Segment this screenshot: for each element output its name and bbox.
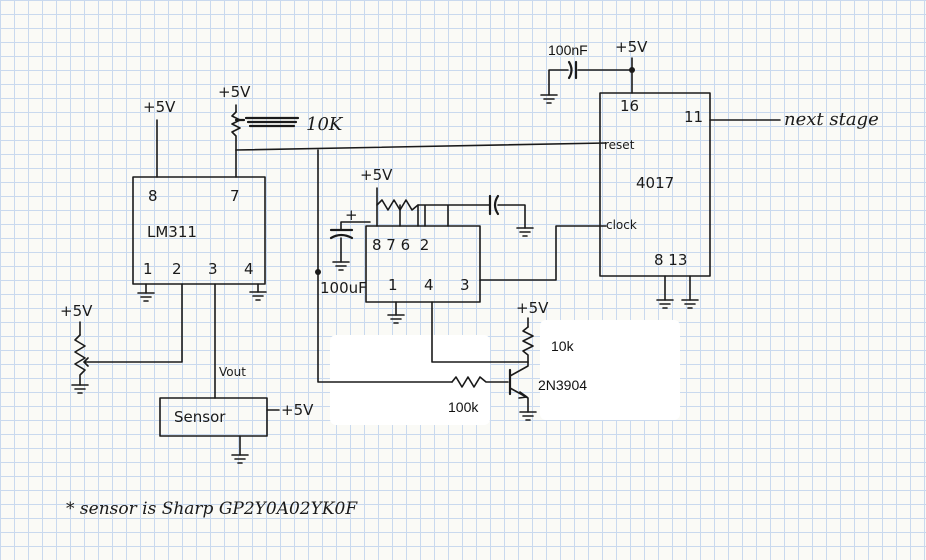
wire-reset-rail <box>235 142 607 151</box>
sensor-supply-label: +5V <box>281 401 314 419</box>
pullup-resistor <box>231 111 241 151</box>
ground-symbol <box>332 261 350 271</box>
lm311-pin2: 2 <box>172 260 182 278</box>
ne555-pin3: 3 <box>460 276 470 294</box>
transistor-emitter-arrow <box>518 391 528 399</box>
cd4017-label: 4017 <box>636 174 674 192</box>
ground-symbol <box>71 384 89 394</box>
pot-wiper-arrow <box>83 283 183 367</box>
lm311-chip: 8 7 LM311 1 2 3 4 <box>132 176 266 285</box>
ground-symbol <box>681 299 699 309</box>
lm311-label: LM311 <box>147 223 197 241</box>
wire-cap-100uf-top <box>340 221 371 231</box>
lm311-pin4: 4 <box>244 260 254 278</box>
transistor-label: 2N3904 <box>538 377 587 393</box>
wire-ne555-timing <box>399 204 491 227</box>
res-100k-label: 100k <box>448 399 479 415</box>
ne555-body <box>365 225 481 303</box>
ground-symbol <box>656 299 674 309</box>
cd4017-body <box>599 92 711 277</box>
wire-base-feed <box>317 149 453 383</box>
ground-symbol <box>519 411 537 421</box>
ground-symbol <box>516 227 534 237</box>
lm311-pin8: 8 <box>148 187 158 205</box>
ne555-chip: 8 7 6 2 1 4 3 <box>365 225 481 303</box>
timing-resistor <box>376 199 419 211</box>
wire-ne555-out-clock <box>479 225 607 281</box>
cap-100nf-left-plate <box>567 60 573 80</box>
pot-left-supply-label: +5V <box>60 302 93 320</box>
ne555-pin4: 4 <box>424 276 434 294</box>
cap-100uf-label: 100uF <box>320 279 367 297</box>
transistor-supply-label: +5V <box>516 299 549 317</box>
next-stage-label: next stage <box>784 109 879 130</box>
cap-100uf-bottom-plate <box>329 233 354 240</box>
sensor-label: Sensor <box>174 408 226 426</box>
sensor-box <box>159 397 268 437</box>
wire-100nf-gnd <box>548 69 569 96</box>
wire-ne555-reset-collector <box>431 301 529 363</box>
paper-patch-1 <box>330 335 490 425</box>
transistor-emitter <box>509 387 529 413</box>
cap-100nf-label: 100nF <box>548 42 588 58</box>
cap-timing-right-plate <box>493 194 500 216</box>
ground-symbol <box>540 94 558 104</box>
ground-symbol <box>231 454 249 464</box>
v5-top-label: +5V <box>615 38 648 56</box>
pot-10k-label: 10K <box>306 114 344 135</box>
paper-patch-2 <box>540 320 680 420</box>
lm311-pin7: 7 <box>230 187 240 205</box>
ne555-supply-label: +5V <box>360 166 393 184</box>
wire-cap-timing-gnd <box>497 204 526 229</box>
ground-symbol <box>249 291 267 301</box>
cd4017-pin11: 11 <box>684 108 703 126</box>
footnote: * sensor is Sharp GP2Y0A02YK0F <box>66 499 358 519</box>
cap-plus-label: + <box>345 206 358 224</box>
lm311-supply-label: +5V <box>143 98 176 116</box>
ne555-pin1: 1 <box>388 276 398 294</box>
lm311-pin1: 1 <box>143 260 153 278</box>
lm311-pin3: 3 <box>208 260 218 278</box>
ground-symbol <box>387 314 405 324</box>
collector-resistor <box>522 326 534 363</box>
base-resistor <box>451 376 509 388</box>
ground-symbol <box>137 292 155 302</box>
cd4017-reset: reset <box>604 138 635 152</box>
vout-label: Vout <box>219 365 246 379</box>
cd4017-pin16: 16 <box>620 97 639 115</box>
cd4017-pins-bottom: 8 13 <box>654 251 687 269</box>
junction-dot <box>315 269 321 275</box>
ne555-top-pins: 8 7 6 2 <box>372 236 429 254</box>
transistor-collector <box>509 361 529 377</box>
cd4017-clock: clock <box>606 218 637 232</box>
cd4017-chip: 16 11 reset 4017 clock 8 13 <box>599 92 711 277</box>
res-10k-label: 10k <box>551 338 575 354</box>
pot-wiper-scribble <box>234 116 300 128</box>
lm311-body <box>132 176 266 285</box>
left-potentiometer <box>74 334 86 386</box>
pot-top-supply-label: +5V <box>218 83 251 101</box>
